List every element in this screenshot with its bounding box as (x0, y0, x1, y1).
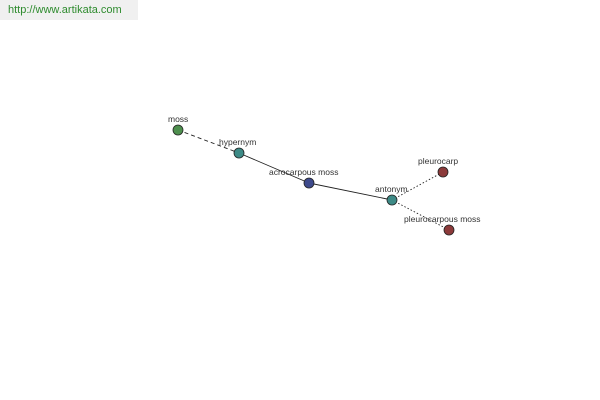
node-hypernym[interactable] (233, 147, 245, 159)
labels-layer: moss hypernym acrocarpous moss antonym pleur… (168, 114, 481, 224)
node-moss[interactable] (172, 124, 184, 136)
edge-antonym-pleurocarpous (391, 199, 450, 231)
edges-layer (177, 129, 450, 231)
edge-moss-hypernym (177, 129, 240, 154)
edge-hypernym-acrocarpous (238, 152, 310, 184)
node-label-acrocarpous[interactable]: acrocarpous moss (269, 167, 338, 177)
node-label-pleurocarpous[interactable]: pleurocarpous moss (404, 214, 481, 224)
node-label-antonym[interactable]: antonym (375, 184, 408, 194)
node-antonym[interactable] (386, 194, 398, 206)
node-label-moss[interactable]: moss (168, 114, 188, 124)
node-label-pleurocarp[interactable]: pleurocarp (418, 156, 458, 166)
node-pleurocarpous[interactable] (443, 224, 455, 236)
node-label-hypernym[interactable]: hypernym (219, 137, 256, 147)
edge-acrocarpous-antonym (308, 182, 393, 201)
edge-antonym-pleurocarp (391, 171, 444, 201)
nodes-layer (172, 124, 455, 236)
node-acrocarpous[interactable] (303, 177, 315, 189)
node-pleurocarp[interactable] (437, 166, 449, 178)
source-url-banner[interactable]: http://www.artikata.com (0, 0, 138, 20)
